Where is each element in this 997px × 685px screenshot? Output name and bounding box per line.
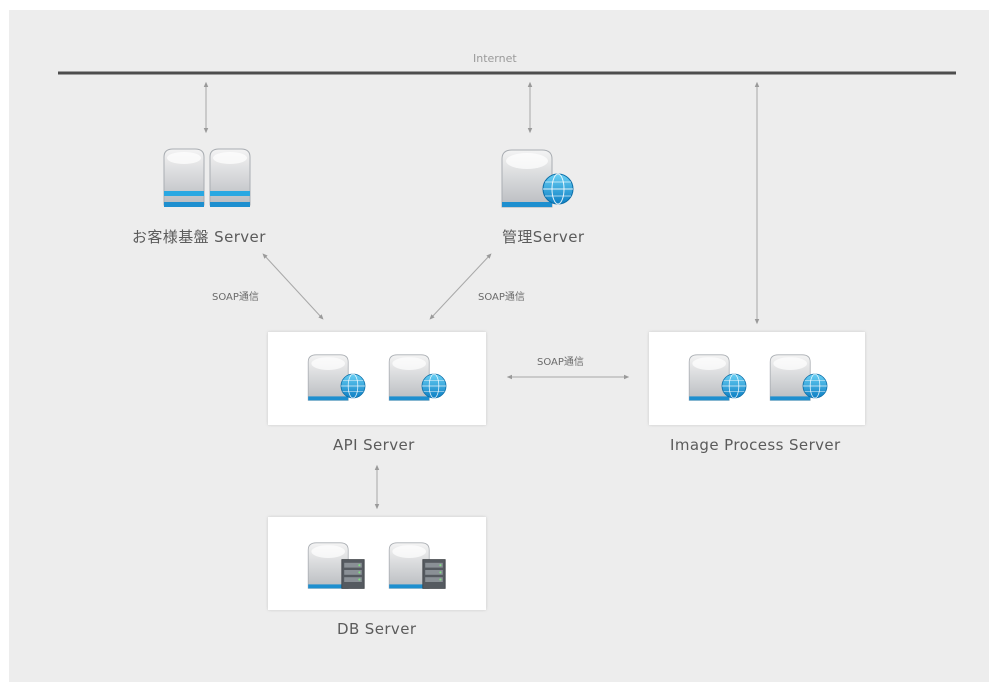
link-label-admin-api: SOAP通信 bbox=[478, 292, 525, 303]
api-server-panel bbox=[268, 332, 486, 425]
admin-server-globe-icon bbox=[501, 149, 574, 208]
arrow-admin-api bbox=[429, 253, 492, 320]
image-server-globe-icon bbox=[769, 354, 828, 401]
image-server-globe-icon bbox=[688, 354, 747, 401]
db-server-storage-icon bbox=[307, 542, 365, 589]
image-server-panel bbox=[649, 332, 865, 425]
admin-server-label: 管理Server bbox=[502, 228, 585, 246]
db-server-label: DB Server bbox=[337, 620, 417, 638]
link-label-api-image: SOAP通信 bbox=[537, 357, 584, 368]
api-server-label: API Server bbox=[333, 436, 415, 454]
arrow-customer-api bbox=[262, 253, 324, 320]
api-server-globe-icon bbox=[307, 354, 366, 401]
customer-server-icon bbox=[163, 148, 205, 208]
api-server-globe-icon bbox=[388, 354, 447, 401]
db-server-storage-icon bbox=[388, 542, 446, 589]
internet-label: Internet bbox=[473, 52, 517, 65]
db-server-panel bbox=[268, 517, 486, 610]
image-server-label: Image Process Server bbox=[670, 436, 841, 454]
customer-server-icon bbox=[209, 148, 251, 208]
link-label-customer-api: SOAP通信 bbox=[212, 292, 259, 303]
customer-server-label: お客様基盤 Server bbox=[132, 228, 266, 246]
